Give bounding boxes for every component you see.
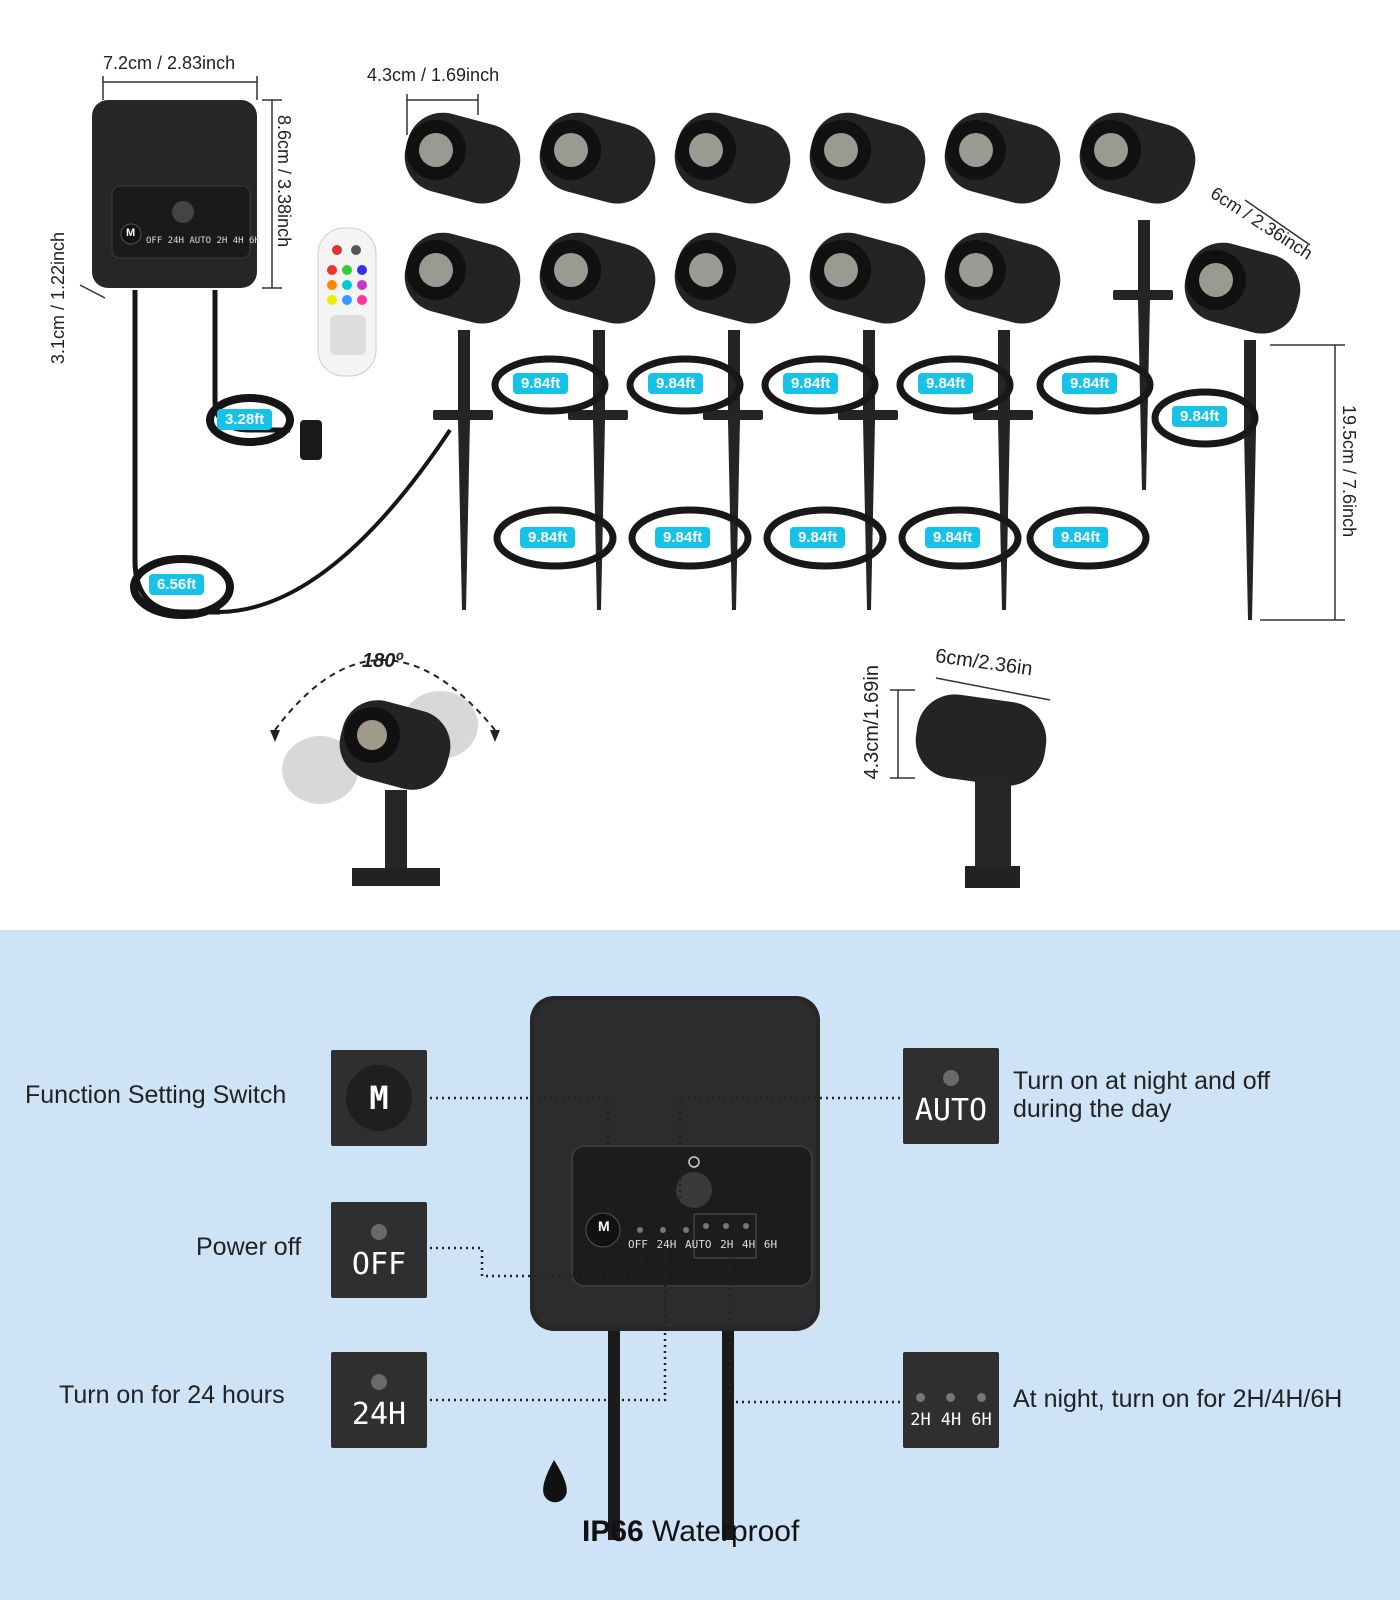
- m-button-icon: M: [331, 1050, 427, 1146]
- cable-tag: 9.84ft: [783, 373, 839, 394]
- main-cable-tag: 6.56ft: [149, 574, 205, 595]
- spotlight-array: [404, 112, 1301, 620]
- power-off-label: Power off: [196, 1233, 302, 1261]
- mini-m-button: M: [126, 227, 136, 239]
- remote-control: [317, 227, 377, 377]
- off-mode-icon: OFF: [331, 1202, 427, 1298]
- product-diagram: [79, 76, 1345, 888]
- waterproof-rating: IP66 Waterproof: [582, 1515, 800, 1548]
- auto-mode-icon: AUTO: [903, 1048, 999, 1144]
- cable-tag: 9.84ft: [648, 373, 704, 394]
- cable-tag: 9.84ft: [1053, 527, 1109, 548]
- cable-tag: 9.84ft: [925, 527, 981, 548]
- rotation-label: 180º: [362, 650, 403, 672]
- timer-modes-icon: 2H 4H 6H: [903, 1352, 999, 1448]
- lamp-width-label: 4.3cm / 1.69inch: [367, 65, 500, 85]
- 24h-mode-icon: 24H: [331, 1352, 427, 1448]
- controller-depth-label: 3.1cm / 1.22inch: [48, 232, 68, 365]
- function-switch-label: Function Setting Switch: [25, 1081, 287, 1109]
- cable-tag: 9.84ft: [1062, 373, 1118, 394]
- controller-mode-labels: OFF 24H AUTO 2H 4H 6H: [628, 1238, 778, 1251]
- cable-tag: 9.84ft: [918, 373, 974, 394]
- water-drop-icon: [543, 1460, 567, 1503]
- cable-tag: 9.84ft: [520, 527, 576, 548]
- timer-modes-label: At night, turn on for 2H/4H/6H: [1013, 1385, 1343, 1413]
- cable-tag: 9.84ft: [790, 527, 846, 548]
- controller-height-label: 8.6cm / 3.38inch: [274, 115, 294, 248]
- side-height-label: 4.3cm/1.69in: [861, 665, 883, 780]
- cable-tag: 9.84ft: [513, 373, 569, 394]
- side-view-lamp: [915, 694, 1047, 888]
- mini-mode-labels: OFF 24H AUTO 2H 4H 6H: [146, 236, 260, 246]
- cable-tag: 9.84ft: [1172, 406, 1228, 427]
- controller-illustration: [430, 996, 900, 1540]
- controller-box: [92, 100, 257, 288]
- auto-mode-label: Turn on at night and off during the day: [1013, 1067, 1271, 1123]
- rotating-lamp: [282, 691, 478, 886]
- cable-tag: 9.84ft: [655, 527, 711, 548]
- turn-on-24h-label: Turn on for 24 hours: [59, 1381, 285, 1409]
- controller-m-button: M: [598, 1218, 610, 1234]
- plug-cable-tag: 3.28ft: [217, 409, 273, 430]
- lamp-height-label: 19.5cm / 7.6inch: [1339, 405, 1359, 538]
- controller-width-label: 7.2cm / 2.83inch: [103, 53, 236, 73]
